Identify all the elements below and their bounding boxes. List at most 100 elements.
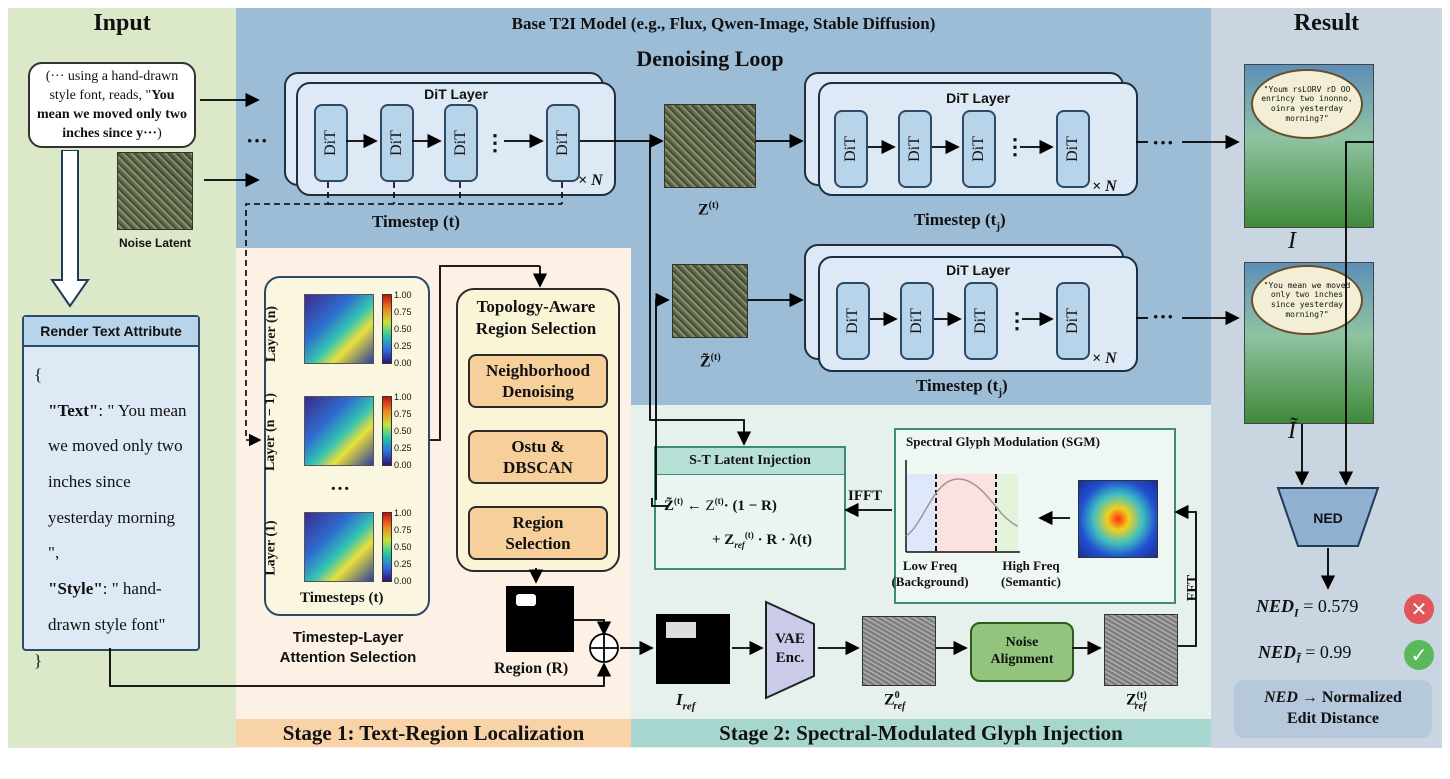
noise-alignment-box: Noise Alignment [970, 622, 1074, 682]
cbar-tick: 0.00 [394, 460, 412, 470]
colorbar-n [382, 294, 392, 364]
dit-layer-label-2: DiT Layer [946, 90, 1010, 106]
st-eq-line1: Z̃(t) ← Z(t)· (1 − R) [664, 496, 777, 514]
z-tilde-image [672, 264, 748, 338]
dit-block-1d: DiT [546, 104, 580, 182]
cbar-tick: 0.00 [394, 576, 412, 586]
vae-label: VAE Enc. [775, 631, 805, 666]
region-label: Region (R) [494, 660, 569, 677]
dit-block-1b: DiT [380, 104, 414, 182]
cbar-tick: 0.50 [394, 324, 412, 334]
cbar-tick: 1.00 [394, 290, 412, 300]
bubble-i: "Youm rsLORV rD OO enrincy two inonno, o… [1251, 69, 1363, 139]
region-mask-blob [516, 594, 536, 606]
times-n-2: × N [1092, 178, 1117, 195]
render-attribute-box: Render Text Attribute { "Text": " You me… [22, 315, 200, 670]
cbar-tick: 0.25 [394, 559, 412, 569]
cbar-tick: 0.50 [394, 542, 412, 552]
input-title: Input [93, 10, 151, 36]
noise-latent-image [117, 152, 193, 230]
zt-ref-label: Z(t)ref [1126, 690, 1147, 712]
colorbar-1 [382, 512, 392, 582]
iref-label: Iref [676, 690, 696, 713]
z-t-label: Z(t) [698, 200, 719, 219]
cbar-tick: 1.00 [394, 508, 412, 518]
result-image-itilde: "You mean we moved only two inches since… [1244, 262, 1374, 424]
render-text-line: "Text": " You mean we moved only two inc… [48, 400, 187, 563]
stage2-title: Stage 2: Spectral-Modulated Glyph Inject… [631, 719, 1211, 747]
dit-block-3b: DiT [900, 282, 934, 360]
z0-ref-label: Z0ref [884, 690, 906, 712]
timestep-t-label: Timestep (t) [372, 212, 460, 231]
result-image-i: "Youm rsLORV rD OO enrincy two inonno, o… [1244, 64, 1374, 228]
dit-block-2d: DiT [1056, 110, 1090, 188]
ned-definition: NED → Normalized Edit Distance [1264, 689, 1402, 727]
sgm-filter-plot [905, 460, 1020, 553]
vae-encoder-shape [765, 600, 815, 700]
layer-n-label: Layer (n) [264, 305, 280, 363]
cbar-tick: 0.75 [394, 409, 412, 419]
ned-funnel [1276, 487, 1380, 547]
z0-ref-image [862, 616, 936, 686]
noise-latent-label: Noise Latent [118, 236, 191, 250]
cbar-tick: 0.75 [394, 525, 412, 535]
bubble-itilde: "You mean we moved only two inches since… [1251, 265, 1363, 335]
ned-i-line: NEDI = 0.579 [1256, 596, 1359, 620]
render-open: { [34, 365, 43, 384]
region-mask-image [506, 586, 574, 652]
dit-block-2b: DiT [898, 110, 932, 188]
ifft-label: IFFT [848, 488, 883, 504]
z-tilde-label: Z̃(t) [700, 352, 721, 371]
layer-1-label: Layer (1) [263, 520, 279, 576]
dit-block-1a: DiT [314, 104, 348, 182]
label-i: I [1288, 228, 1296, 254]
dit-block-3d: DiT [1056, 282, 1090, 360]
prompt-text-2: ) [157, 125, 162, 141]
dit-block-2c: DiT [962, 110, 996, 188]
dit-layer-label-1: DiT Layer [424, 86, 488, 102]
vdots-1: ⋮ [484, 130, 506, 155]
timestep-tj-label-2: Timestep (tj) [916, 376, 1008, 399]
dit-block-2a: DiT [834, 110, 868, 188]
timestep-tj-label-1: Timestep (tj) [914, 210, 1006, 233]
st-title: S-T Latent Injection [656, 448, 844, 475]
cbar-tick: 0.75 [394, 307, 412, 317]
low-freq-label: Low Freq (Background) [891, 558, 969, 590]
ellipsis-right-1: ··· [1152, 130, 1175, 155]
times-n-1: × N [578, 172, 603, 189]
topology-title: Topology-Aware Region Selection [475, 297, 597, 339]
render-close: } [34, 650, 43, 670]
base-title: Base T2I Model (e.g., Flux, Qwen-Image, … [511, 14, 936, 33]
ned-definition-box [1234, 680, 1432, 738]
cross-icon: ✕ [1404, 594, 1434, 624]
layer-n-minus-1-label: Layer (n − 1) [263, 392, 279, 472]
ned-itilde-line: NEDĨ = 0.99 [1258, 642, 1352, 666]
dit-block-1c: DiT [444, 104, 478, 182]
render-style-line: "Style": " hand-drawn style font" [48, 579, 166, 634]
st-injection-box: S-T Latent Injection [654, 446, 846, 570]
result-title: Result [1293, 10, 1360, 36]
cbar-tick: 0.25 [394, 443, 412, 453]
sgm-title: Spectral Glyph Modulation (SGM) [906, 434, 1100, 449]
cbar-tick: 1.00 [394, 392, 412, 402]
vdots-3: ⋮ [1006, 308, 1028, 333]
high-freq-label: High Freq (Semantic) [1001, 558, 1061, 590]
render-title: Render Text Attribute [24, 317, 198, 347]
check-icon: ✓ [1404, 640, 1434, 670]
stage1-title: Stage 1: Text-Region Localization [236, 719, 631, 747]
attention-map-1 [304, 512, 374, 582]
prompt-box: (··· using a hand-drawn style font, read… [28, 62, 196, 148]
attention-map-n [304, 294, 374, 364]
cbar-tick: 0.50 [394, 426, 412, 436]
label-itilde: Ĩ [1288, 418, 1296, 444]
dit-block-3c: DiT [964, 282, 998, 360]
st-eq-line2: + Zref(t) · R · λ(t) [712, 530, 813, 550]
cbar-tick: 0.25 [394, 341, 412, 351]
iref-text-blob [666, 622, 696, 638]
ellipsis-right-2: ··· [1152, 304, 1175, 329]
layers-ellipsis: ··· [330, 478, 351, 500]
denoising-loop-title: Denoising Loop [636, 46, 784, 71]
ned-funnel-label: NED [1313, 510, 1343, 526]
step-neighborhood-denoising: Neighborhood Denoising [468, 354, 608, 408]
step-region-selection: Region Selection [468, 506, 608, 560]
